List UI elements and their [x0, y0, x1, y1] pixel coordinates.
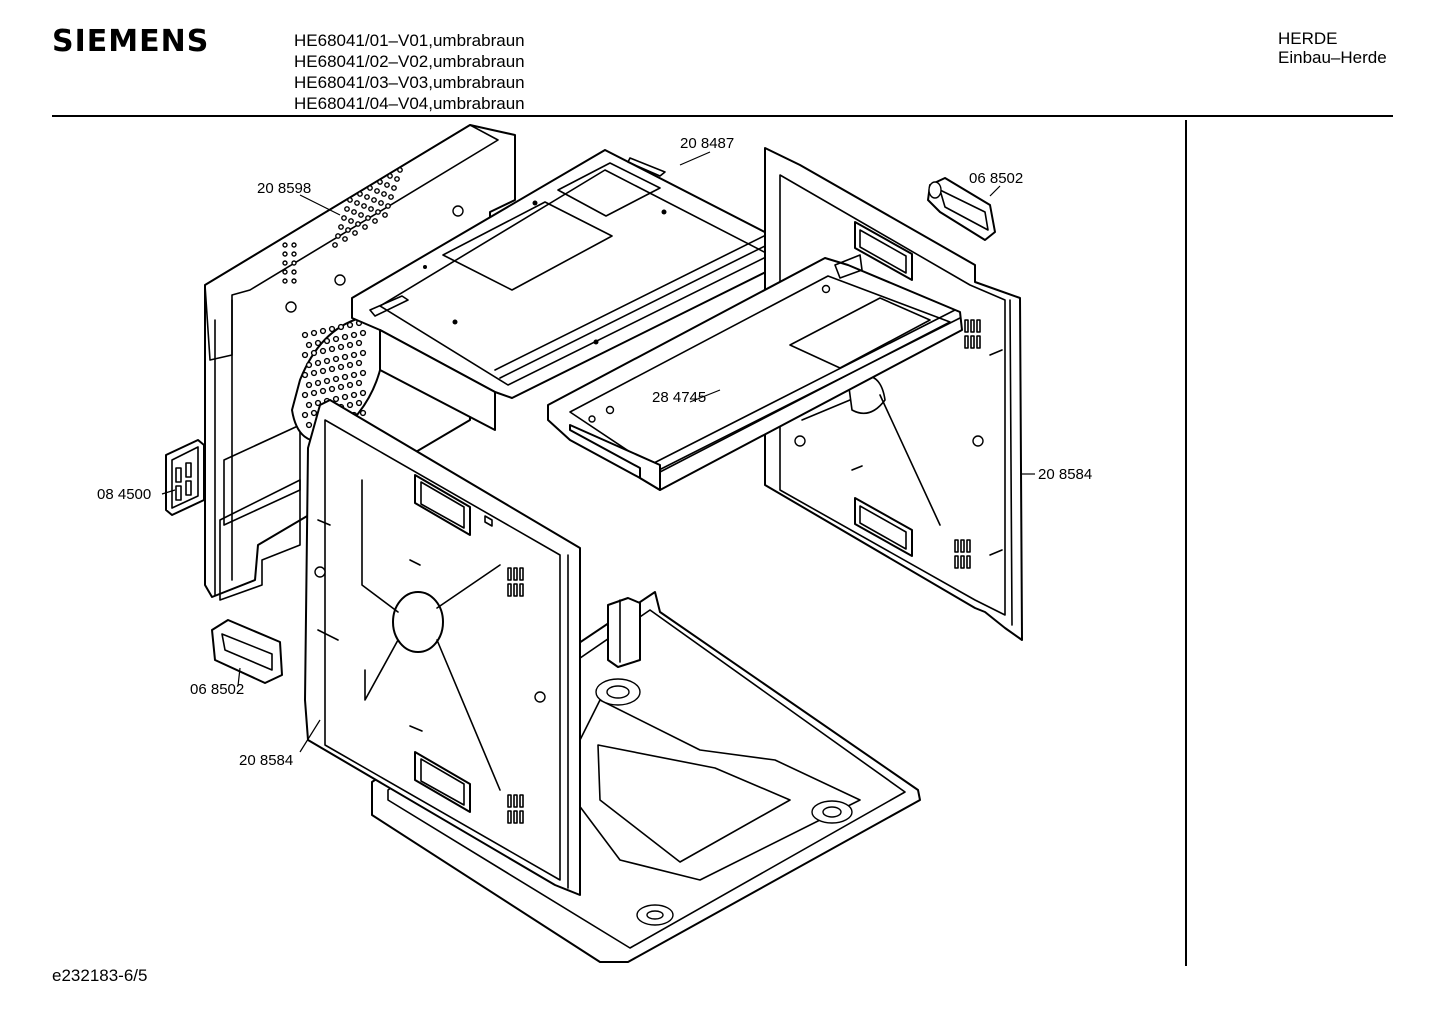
- model-line: HE68041/04–V04,umbrabraun: [294, 94, 525, 113]
- model-line: HE68041/01–V01,umbrabraun: [294, 31, 525, 50]
- bracket-drawing: [165, 439, 205, 516]
- part-label-left-side-panel: 20 8584: [239, 752, 293, 769]
- category-title: HERDE: [1278, 29, 1338, 48]
- handle-bottom-drawing: [211, 619, 283, 684]
- header-divider: [52, 115, 1393, 117]
- category-block: HERDE Einbau–Herde: [1278, 29, 1387, 67]
- part-label-top-panel: 20 8487: [680, 135, 734, 152]
- side-column-divider: [1185, 120, 1187, 966]
- part-label-rear-left-panel: 20 8598: [257, 180, 311, 197]
- model-list: HE68041/01–V01,umbrabraun HE68041/02–V02…: [294, 30, 525, 114]
- inner-shelf-drawing: [547, 254, 963, 491]
- top-panel-drawing: [351, 149, 791, 431]
- left-side-panel-drawing: [304, 399, 581, 896]
- part-label-inner-shelf: 28 4745: [652, 389, 706, 406]
- part-label-handle-top: 06 8502: [969, 170, 1023, 187]
- drawing-number: e232183-6/5: [52, 966, 148, 985]
- category-subtitle: Einbau–Herde: [1278, 48, 1387, 67]
- part-label-right-side-panel: 20 8584: [1038, 466, 1092, 483]
- model-line: HE68041/03–V03,umbrabraun: [294, 73, 525, 92]
- handle-top-drawing: [927, 177, 996, 241]
- brand-logo: SIEMENS: [52, 24, 210, 59]
- part-label-bracket: 08 4500: [97, 486, 151, 503]
- part-label-handle-bottom: 06 8502: [190, 681, 244, 698]
- model-line: HE68041/02–V02,umbrabraun: [294, 52, 525, 71]
- leader-lines: [161, 151, 1035, 753]
- rear-left-panel-drawing: [204, 124, 516, 601]
